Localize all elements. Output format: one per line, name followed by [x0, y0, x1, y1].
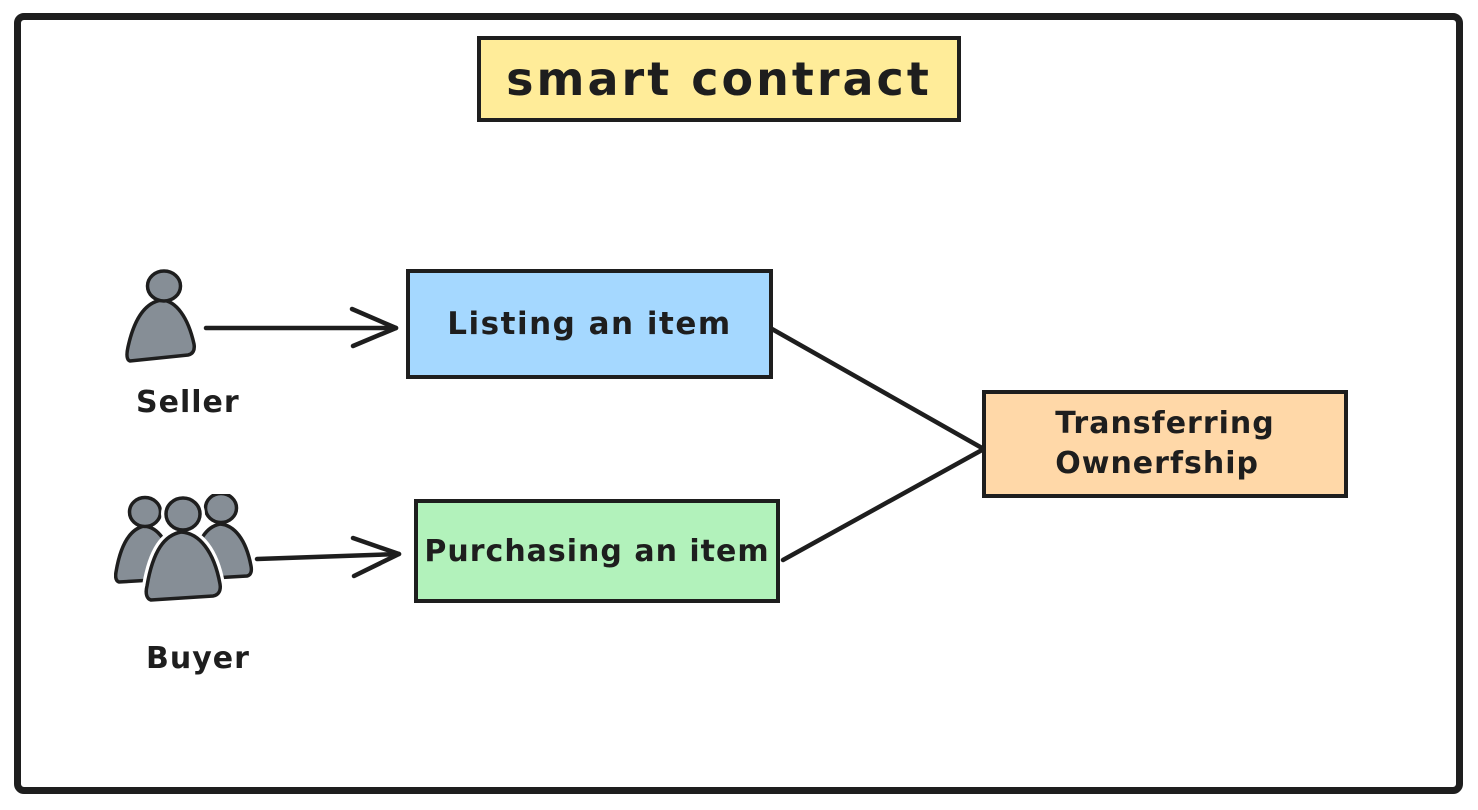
title-box[interactable]: smart contract [477, 36, 961, 122]
listing-item-label: Listing an item [447, 306, 732, 342]
seller-label[interactable]: Seller [136, 385, 240, 420]
seller-person-icon[interactable] [122, 269, 202, 369]
transferring-line1: Transferring [1055, 406, 1275, 441]
title-label: smart contract [506, 52, 932, 106]
outer-border [14, 13, 1463, 794]
transferring-ownership-label: Transferring Ownerfship [1055, 404, 1275, 484]
purchasing-item-box[interactable]: Purchasing an item [414, 499, 780, 603]
buyer-people-group-icon[interactable] [114, 494, 262, 606]
listing-item-box[interactable]: Listing an item [406, 269, 773, 379]
transferring-line2: Ownerfship [1055, 446, 1259, 481]
buyer-label[interactable]: Buyer [146, 641, 250, 676]
transferring-ownership-box[interactable]: Transferring Ownerfship [982, 390, 1348, 498]
purchasing-item-label: Purchasing an item [424, 533, 770, 569]
